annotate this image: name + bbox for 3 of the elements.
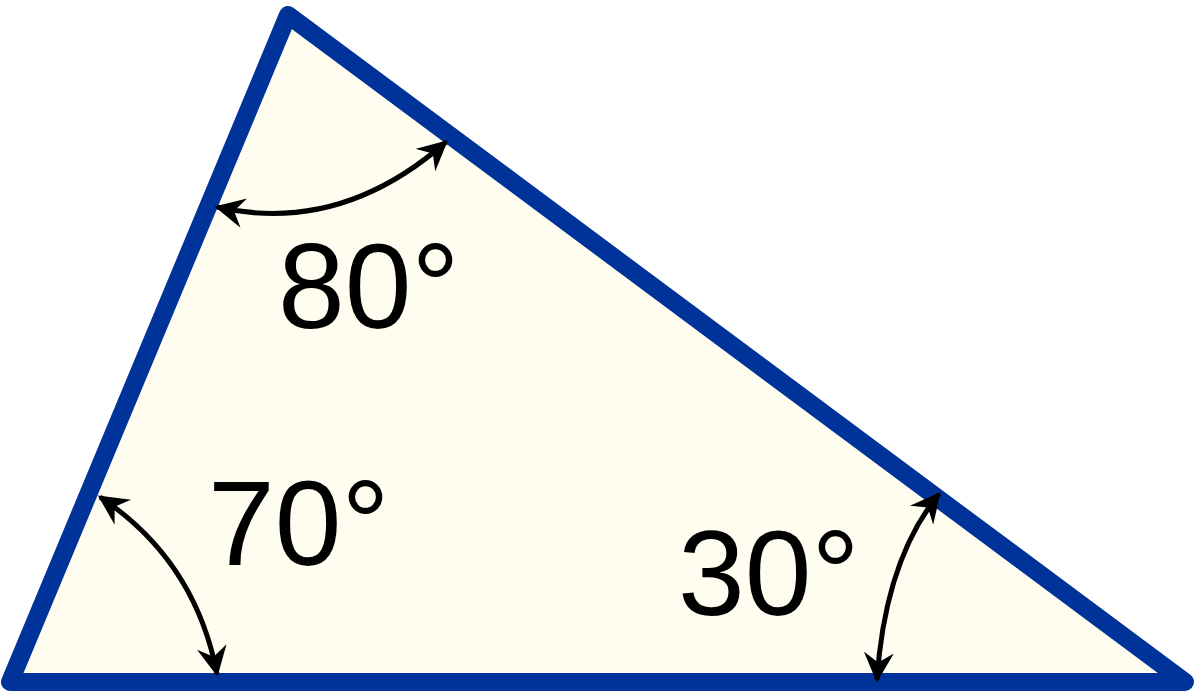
- angle-label: 80°: [278, 226, 460, 346]
- angle-label: 70°: [208, 463, 390, 583]
- angle-label: 30°: [678, 513, 860, 633]
